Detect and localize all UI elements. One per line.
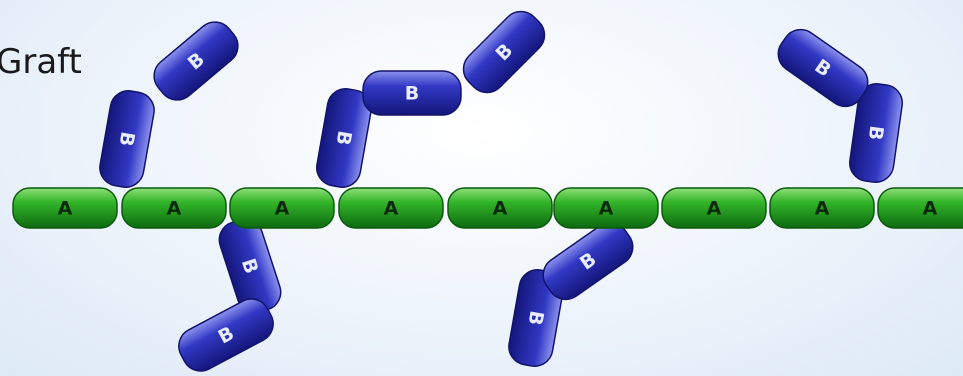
graft-unit-b-7: B bbox=[771, 22, 875, 113]
graft-unit-b-4-label: B bbox=[405, 83, 419, 105]
backbone-unit-a-2-label: A bbox=[167, 198, 182, 220]
backbone-unit-a-6: A bbox=[554, 188, 658, 228]
backbone-unit-a-1-label: A bbox=[58, 198, 73, 220]
graft-unit-b-5: B bbox=[456, 4, 552, 100]
backbone-unit-a-7-label: A bbox=[707, 198, 722, 220]
backbone-unit-a-9: A bbox=[878, 188, 963, 228]
graft-unit-b-2: B bbox=[147, 15, 246, 108]
backbone-unit-a-7: A bbox=[662, 188, 766, 228]
backbone-unit-a-5: A bbox=[448, 188, 552, 228]
graft-unit-b-9: B bbox=[172, 293, 279, 376]
backbone-unit-a-6-label: A bbox=[599, 198, 614, 220]
backbone-unit-a-1: A bbox=[13, 188, 117, 228]
backbone-unit-a-2: A bbox=[122, 188, 226, 228]
graft-unit-b-4: B bbox=[363, 71, 461, 115]
graft-unit-b-11: B bbox=[536, 215, 640, 306]
backbone-unit-a-4: A bbox=[339, 188, 443, 228]
backbone-unit-a-3-label: A bbox=[275, 198, 290, 220]
backbone-unit-a-3: A bbox=[230, 188, 334, 228]
backbone-unit-a-5-label: A bbox=[493, 198, 508, 220]
backbone-unit-a-9-label: A bbox=[923, 198, 938, 220]
backbone-unit-a-8: A bbox=[770, 188, 874, 228]
graft-unit-b-6-label: B bbox=[864, 124, 888, 141]
backbone-unit-a-4-label: A bbox=[384, 198, 399, 220]
graft-unit-b-1: B bbox=[97, 88, 157, 190]
backbone-unit-a-8-label: A bbox=[815, 198, 830, 220]
